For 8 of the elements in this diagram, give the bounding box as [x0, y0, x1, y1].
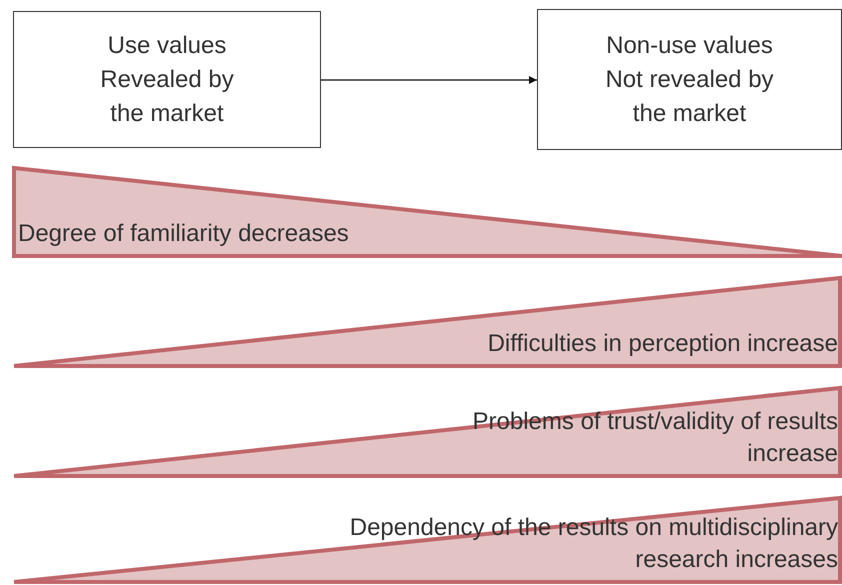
- box-label: Non-use values Not revealed by the market: [604, 30, 775, 128]
- wedge-label: Problems of trust/validity of results increase: [472, 407, 838, 469]
- box-label: Use values Revealed by the market: [99, 30, 235, 128]
- wedge-label: Degree of familiarity decreases: [18, 219, 349, 249]
- arrow: [321, 76, 537, 84]
- text-box: [537, 9, 842, 150]
- text-box: [13, 11, 321, 148]
- wedge-label: Difficulties in perception increase: [488, 329, 838, 359]
